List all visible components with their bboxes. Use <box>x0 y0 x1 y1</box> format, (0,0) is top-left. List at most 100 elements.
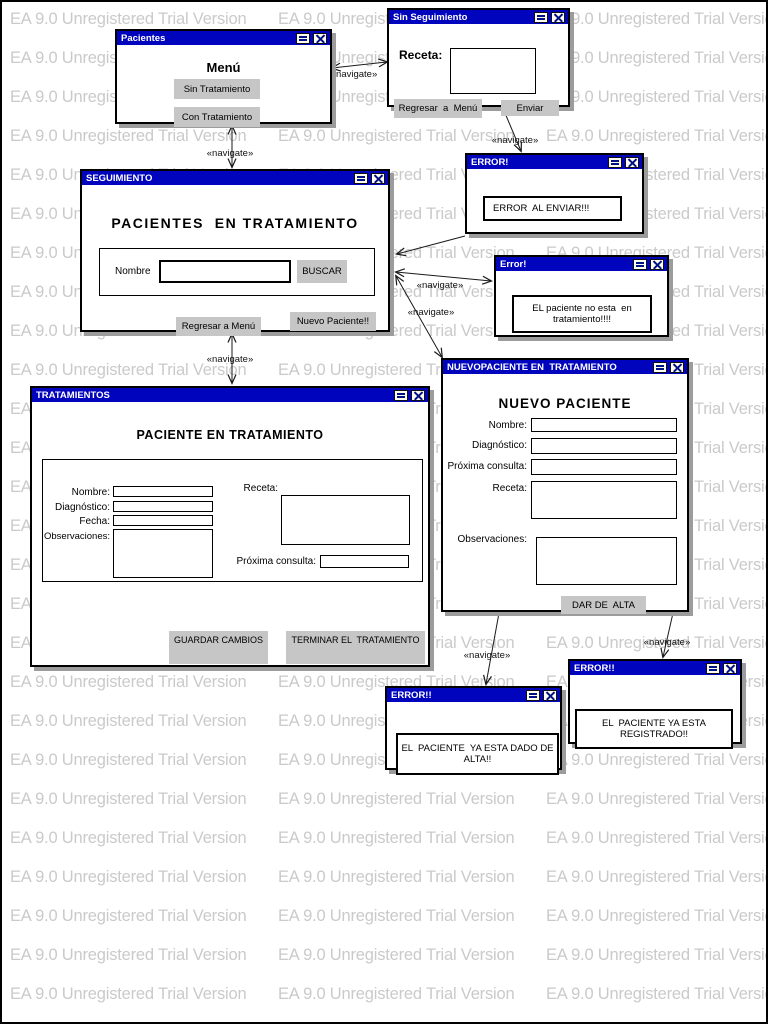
search-panel: Nombre BUSCAR <box>99 248 375 296</box>
receta-textarea[interactable] <box>281 495 410 545</box>
guardar-cambios-button[interactable]: GUARDAR CAMBIOS <box>169 631 268 664</box>
titlebar: Pacientes <box>117 31 330 45</box>
minimize-icon[interactable] <box>653 361 667 373</box>
close-icon[interactable] <box>625 156 639 168</box>
receta-textarea[interactable] <box>450 48 536 94</box>
window-pacientes[interactable]: Pacientes Menú Sin Tratamiento Con Trata… <box>115 29 332 127</box>
nuevo-paciente-button[interactable]: Nuevo Paciente!! <box>290 312 376 331</box>
titlebar: Sin Seguimiento <box>389 10 568 24</box>
watermark-text: EA 9.0 Unregistered Trial Version <box>546 49 768 67</box>
minimize-icon[interactable] <box>394 389 408 401</box>
window-title: Pacientes <box>121 32 166 44</box>
watermark-text: EA 9.0 Unregistered Trial Version <box>10 127 247 145</box>
dar-de-alta-button[interactable]: DAR DE ALTA <box>561 596 646 614</box>
watermark-text: EA 9.0 Unregistered Trial Version <box>278 127 515 145</box>
close-icon[interactable] <box>650 258 664 270</box>
enviar-button[interactable]: Enviar <box>501 100 559 116</box>
watermark-text: EA 9.0 Unregistered Trial Version <box>10 361 247 379</box>
minimize-icon[interactable] <box>534 11 548 23</box>
navigate-label: «navigate» <box>463 650 511 661</box>
error-message: ERROR AL ENVIAR!!! <box>483 196 622 221</box>
watermark-text: EA 9.0 Unregistered Trial Version <box>10 907 247 925</box>
window-title: ERROR!! <box>391 689 432 701</box>
titlebar: NUEVOPACIENTE EN TRATAMIENTO <box>443 360 687 374</box>
titlebar: SEGUIMIENTO <box>82 171 388 185</box>
navigate-label: «navigate» <box>330 69 378 80</box>
observaciones-label: Observaciones: <box>457 534 527 545</box>
watermark-text: EA 9.0 Unregistered Trial Version <box>278 829 515 847</box>
window-error-dado-alta[interactable]: ERROR!! EL PACIENTE YA ESTA DADO DE ALTA… <box>385 686 562 775</box>
close-icon[interactable] <box>313 32 327 44</box>
con-tratamiento-button[interactable]: Con Tratamiento <box>174 107 260 127</box>
receta-label: Receta: <box>399 48 443 62</box>
buscar-button[interactable]: BUSCAR <box>297 260 347 283</box>
watermark-text: EA 9.0 Unregistered Trial Version <box>10 829 247 847</box>
minimize-icon[interactable] <box>706 662 720 674</box>
nombre-input[interactable] <box>531 418 677 432</box>
diagnostico-input[interactable] <box>113 501 213 512</box>
diagnostico-label: Diagnóstico: <box>54 502 110 513</box>
watermark-text: EA 9.0 Unregistered Trial Version <box>10 712 247 730</box>
nombre-input[interactable] <box>113 486 213 497</box>
pacientes-en-tratamiento-heading: PACIENTES EN TRATAMIENTO <box>111 215 359 231</box>
watermark-text: EA 9.0 Unregistered Trial Version <box>546 907 768 925</box>
nombre-label: Nombre: <box>71 487 110 498</box>
nombre-input[interactable] <box>159 260 291 283</box>
window-title: TRATAMIENTOS <box>36 389 110 401</box>
menu-heading: Menú <box>206 60 241 75</box>
close-icon[interactable] <box>543 689 557 701</box>
minimize-icon[interactable] <box>296 32 310 44</box>
window-sin-seguimiento[interactable]: Sin Seguimiento Receta: Regresar a Menú … <box>387 8 570 118</box>
regresar-menu-button[interactable]: Regresar a Menú <box>394 99 482 118</box>
regresar-menu-button[interactable]: Regresar a Menú <box>176 317 261 336</box>
sin-tratamiento-button[interactable]: Sin Tratamiento <box>174 79 260 99</box>
fecha-input[interactable] <box>113 515 213 526</box>
window-error-enviar[interactable]: ERROR! ERROR AL ENVIAR!!! <box>465 153 644 234</box>
navigate-label: «navigate» <box>416 280 464 291</box>
watermark-text: EA 9.0 Unregistered Trial Version <box>10 868 247 886</box>
proxima-consulta-input[interactable] <box>531 459 677 475</box>
terminar-tratamiento-button[interactable]: TERMINAR EL TRATAMIENTO <box>286 631 425 664</box>
observaciones-textarea[interactable] <box>113 529 213 578</box>
window-title: ERROR! <box>471 156 509 168</box>
proxima-consulta-label: Próxima consulta: <box>236 556 316 567</box>
window-title: Error! <box>500 258 527 270</box>
observaciones-textarea[interactable] <box>536 537 677 585</box>
minimize-icon[interactable] <box>608 156 622 168</box>
watermark-text: EA 9.0 Unregistered Trial Version <box>10 673 247 691</box>
diagnostico-label: Diagnóstico: <box>471 440 527 451</box>
navigate-label: «navigate» <box>407 307 455 318</box>
close-icon[interactable] <box>551 11 565 23</box>
window-title: SEGUIMIENTO <box>86 172 153 184</box>
titlebar: TRATAMIENTOS <box>32 388 428 402</box>
nombre-label: Nombre <box>115 266 151 277</box>
receta-textarea[interactable] <box>531 481 677 519</box>
nuevo-paciente-heading: NUEVO PACIENTE <box>498 396 632 411</box>
titlebar: Error! <box>496 257 667 271</box>
close-icon[interactable] <box>723 662 737 674</box>
proxima-consulta-label: Próxima consulta: <box>447 461 527 472</box>
watermark-text: EA 9.0 Unregistered Trial Version <box>546 868 768 886</box>
window-error-no-tratamiento[interactable]: Error! EL paciente no esta en tratamient… <box>494 255 669 337</box>
close-icon[interactable] <box>411 389 425 401</box>
paciente-panel: Nombre: Diagnóstico: Fecha: Observacione… <box>42 459 423 582</box>
proxima-consulta-input[interactable] <box>320 555 409 568</box>
window-title: NUEVOPACIENTE EN TRATAMIENTO <box>447 361 617 373</box>
window-error-registrado[interactable]: ERROR!! EL PACIENTE YA ESTA REGISTRADO!! <box>568 659 742 749</box>
diagnostico-input[interactable] <box>531 438 677 454</box>
window-title: ERROR!! <box>574 662 615 674</box>
close-icon[interactable] <box>371 172 385 184</box>
window-tratamientos[interactable]: TRATAMIENTOS PACIENTE EN TRATAMIENTO Nom… <box>30 386 430 667</box>
minimize-icon[interactable] <box>354 172 368 184</box>
window-nuevo-paciente[interactable]: NUEVOPACIENTE EN TRATAMIENTO NUEVO PACIE… <box>441 358 689 614</box>
titlebar: ERROR!! <box>387 688 560 702</box>
watermark-text: EA 9.0 Unregistered Trial Version <box>278 985 515 1003</box>
watermark-text: EA 9.0 Unregistered Trial Version <box>546 127 768 145</box>
minimize-icon[interactable] <box>526 689 540 701</box>
watermark-text: EA 9.0 Unregistered Trial Version <box>278 946 515 964</box>
window-seguimiento[interactable]: SEGUIMIENTO PACIENTES EN TRATAMIENTO Nom… <box>80 169 390 336</box>
observaciones-label: Observaciones: <box>43 531 110 542</box>
minimize-icon[interactable] <box>633 258 647 270</box>
close-icon[interactable] <box>670 361 684 373</box>
